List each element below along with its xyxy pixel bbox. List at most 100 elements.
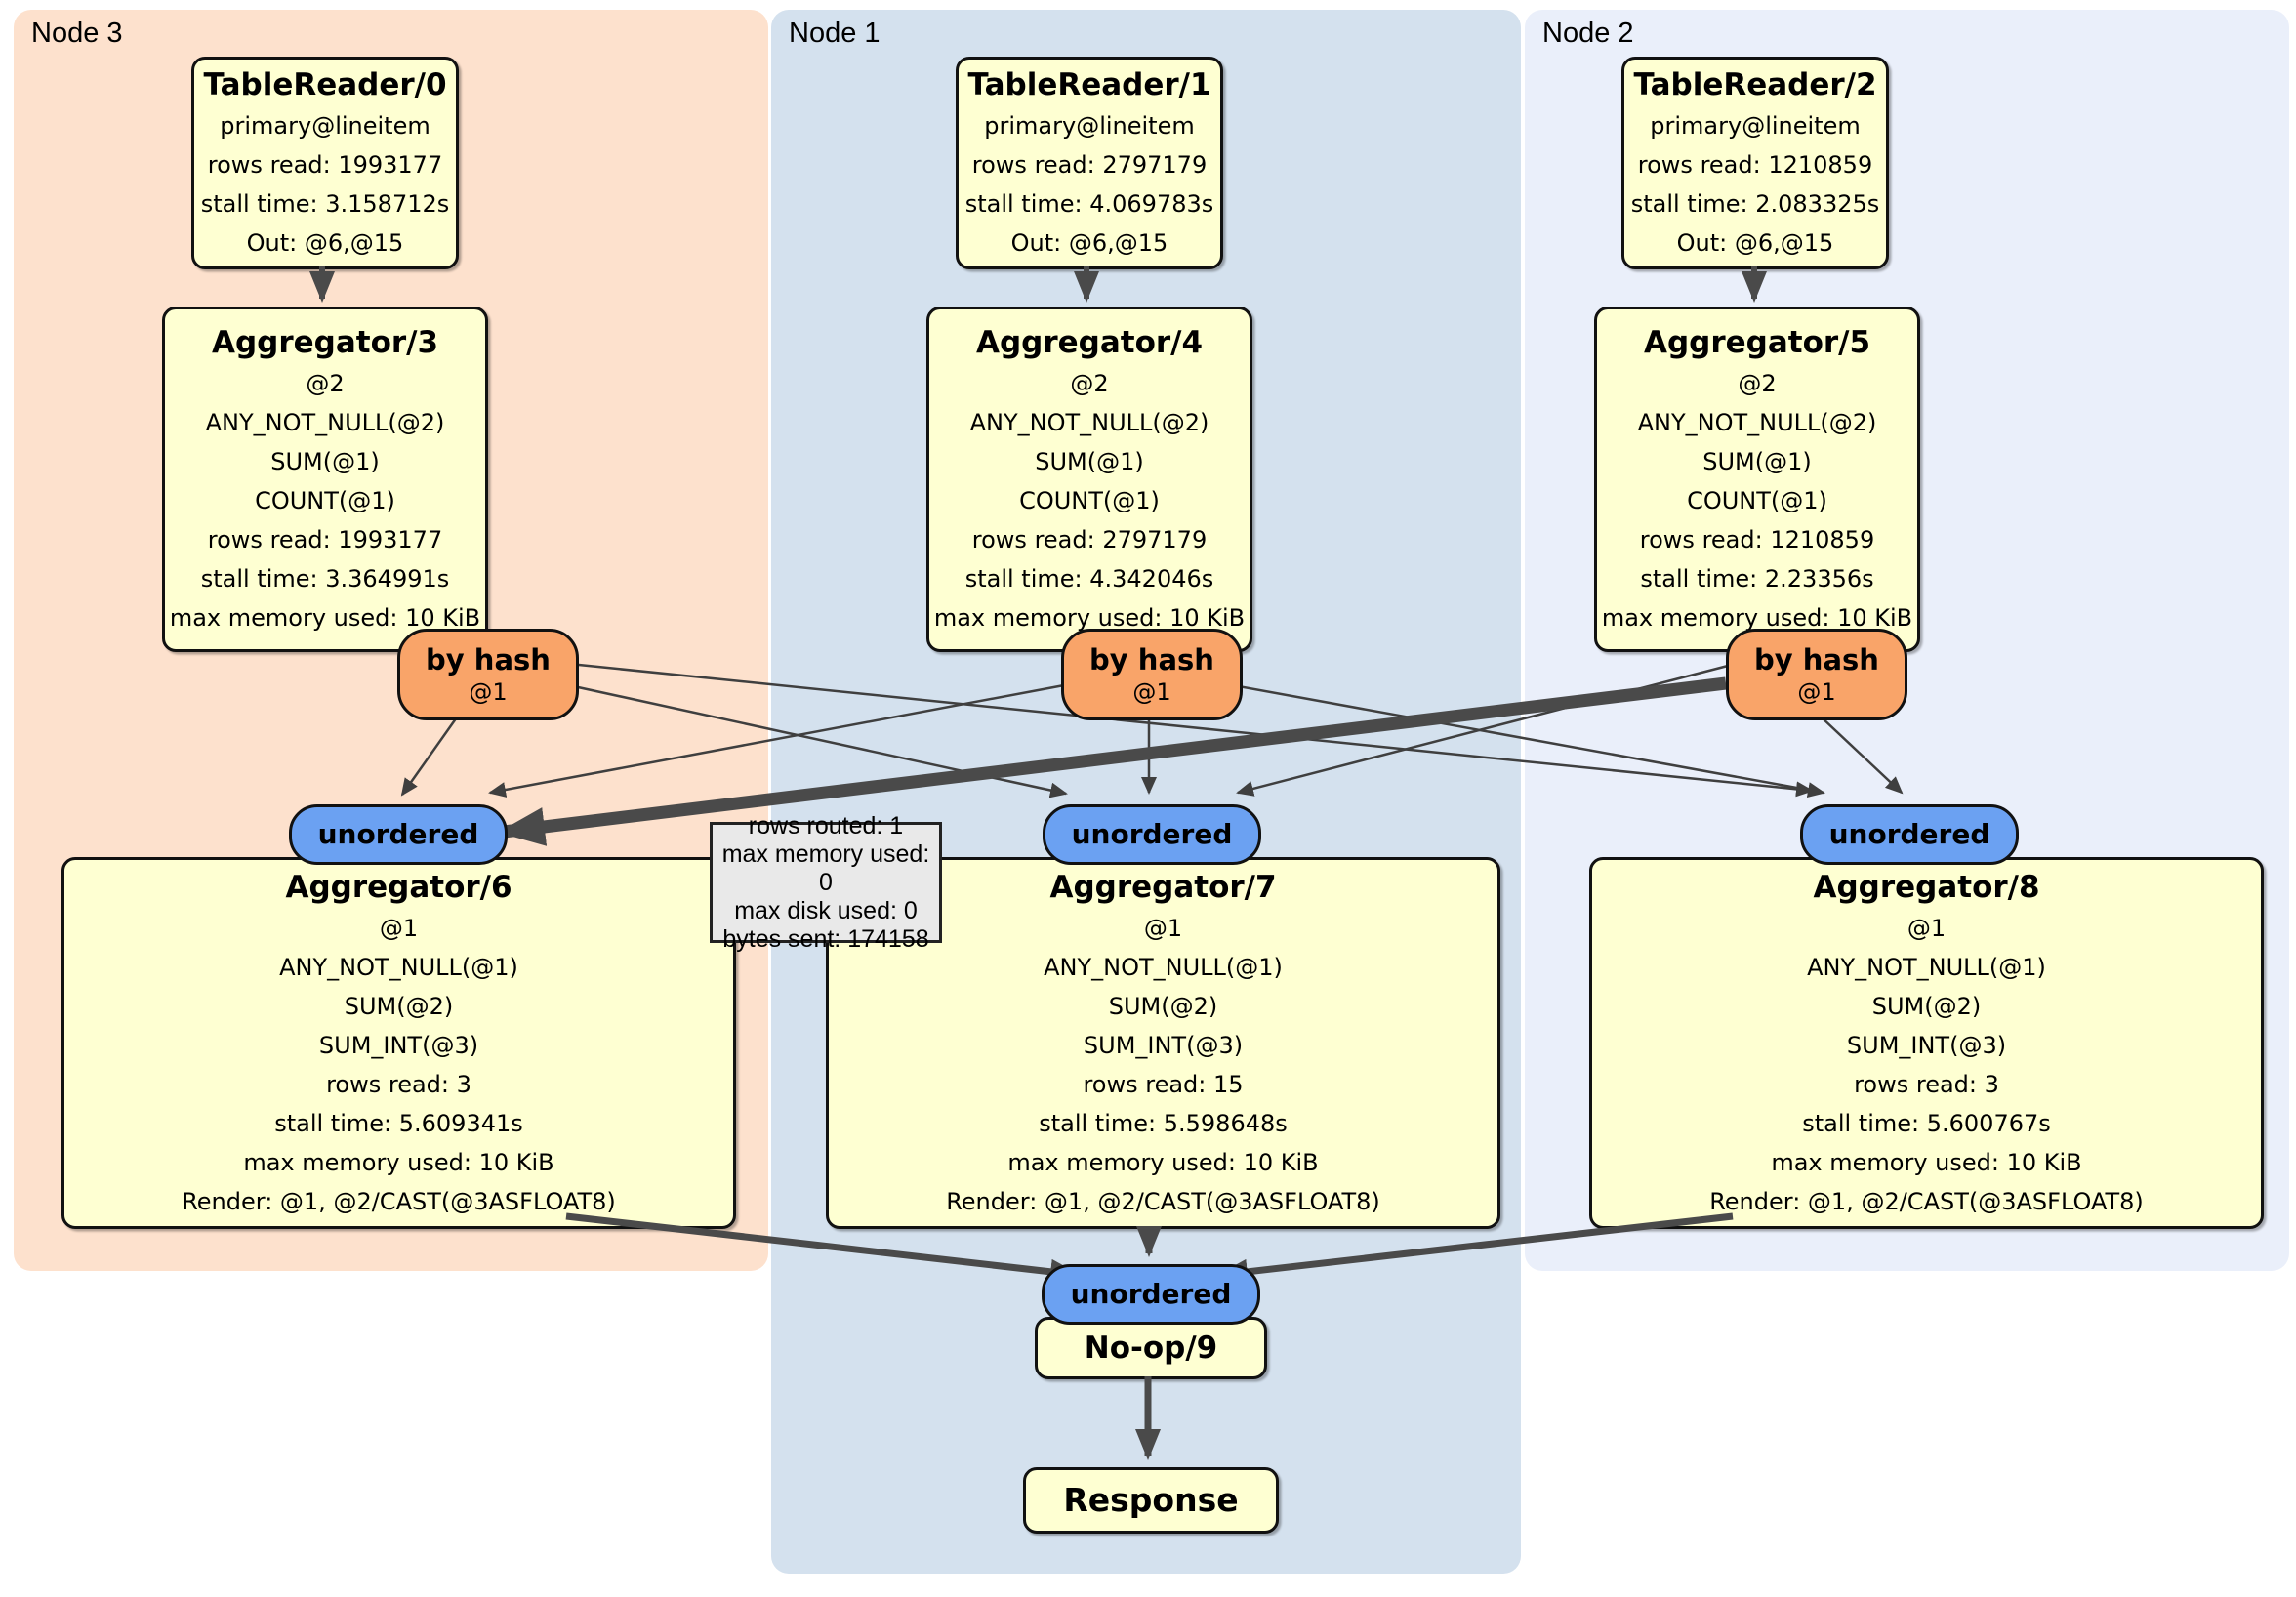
processor-line: stall time: 4.069783s	[964, 190, 1214, 218]
processor-line: max memory used: 10 KiB	[169, 604, 481, 632]
edge-hash2-unordered2	[1820, 716, 1904, 795]
router-label: by hash	[1089, 643, 1214, 676]
router-by-hash-node2: by hash @1	[1726, 629, 1907, 720]
processor-line: SUM(@2)	[344, 992, 454, 1020]
processor-title: No-op/9	[1084, 1331, 1218, 1366]
router-label: by hash	[426, 643, 551, 676]
edge-hash3-unordered2	[568, 662, 1814, 798]
sync-label: unordered	[317, 818, 479, 850]
node1-label: Node 1	[789, 18, 881, 49]
edge-agg8-final-unordered	[1216, 1212, 1734, 1285]
processor-line: @2	[1738, 370, 1777, 397]
processor-line: @2	[1070, 370, 1109, 397]
processor-line: ANY_NOT_NULL(@1)	[279, 953, 518, 981]
router-label: by hash	[1754, 643, 1879, 676]
processor-line: primary@lineitem	[984, 112, 1195, 140]
processor-line: max memory used: 10 KiB	[1771, 1148, 2082, 1176]
processor-line: ANY_NOT_NULL(@2)	[205, 409, 445, 436]
processor-line: SUM_INT(@3)	[318, 1031, 479, 1059]
processor-aggregator-8: Aggregator/8 @1 ANY_NOT_NULL(@1) SUM(@2)…	[1589, 857, 2264, 1229]
tooltip-line: max memory used: 0	[721, 839, 930, 896]
processor-aggregator-4: Aggregator/4 @2 ANY_NOT_NULL(@2) SUM(@1)…	[926, 307, 1252, 652]
router-key: @1	[1132, 678, 1171, 706]
processor-line: Out: @6,@15	[246, 229, 404, 257]
processor-aggregator-6: Aggregator/6 @1 ANY_NOT_NULL(@1) SUM(@2)…	[62, 857, 736, 1229]
processor-line: SUM(@1)	[270, 448, 380, 475]
processor-line: COUNT(@1)	[1687, 487, 1827, 514]
sync-unordered-final: unordered	[1042, 1264, 1260, 1325]
processor-line: max memory used: 10 KiB	[243, 1148, 554, 1176]
processor-line: COUNT(@1)	[255, 487, 395, 514]
processor-line: @1	[1143, 914, 1183, 942]
processor-line: rows read: 15	[1083, 1070, 1244, 1098]
processor-line: max memory used: 10 KiB	[1007, 1148, 1319, 1176]
processor-title: Aggregator/3	[211, 325, 439, 360]
processor-aggregator-3: Aggregator/3 @2 ANY_NOT_NULL(@2) SUM(@1)…	[162, 307, 488, 652]
processor-line: Render: @1, @2/CAST(@3ASFLOAT8)	[1709, 1187, 2144, 1215]
processor-title: TableReader/2	[1633, 67, 1877, 102]
processor-line: Out: @6,@15	[1676, 229, 1834, 257]
router-by-hash-node3: by hash @1	[397, 629, 579, 720]
processor-line: primary@lineitem	[220, 112, 430, 140]
tooltip-line: max disk used: 0	[734, 896, 918, 924]
edge-hash2-unordered3-heavy[interactable]	[498, 676, 1727, 846]
edge-hash1-unordered3	[488, 683, 1065, 798]
processor-line: SUM(@2)	[1871, 992, 1982, 1020]
processor-tablereader-0: TableReader/0 primary@lineitem rows read…	[191, 57, 459, 269]
processor-line: stall time: 2.23356s	[1640, 565, 1874, 593]
edge-hash3-unordered3	[400, 714, 461, 797]
processor-line: max memory used: 10 KiB	[933, 604, 1246, 632]
processor-line: rows read: 2797179	[971, 151, 1208, 179]
processor-line: stall time: 5.609341s	[274, 1109, 523, 1137]
processor-title: Aggregator/8	[1813, 869, 2040, 905]
processor-line: stall time: 5.600767s	[1802, 1109, 2051, 1137]
router-key: @1	[469, 678, 508, 706]
tooltip-line: bytes sent: 174158	[722, 924, 929, 953]
processor-line: SUM_INT(@3)	[1846, 1031, 2007, 1059]
processor-line: primary@lineitem	[1650, 112, 1861, 140]
node2-label: Node 2	[1542, 18, 1634, 49]
processor-title: TableReader/1	[967, 67, 1211, 102]
processor-line: rows read: 1993177	[207, 151, 443, 179]
processor-title: Response	[1063, 1481, 1239, 1519]
processor-title: Aggregator/7	[1049, 869, 1277, 905]
processor-line: rows read: 3	[326, 1070, 472, 1098]
processor-line: COUNT(@1)	[1019, 487, 1160, 514]
processor-line: Render: @1, @2/CAST(@3ASFLOAT8)	[182, 1187, 616, 1215]
processor-noop-9: No-op/9	[1035, 1317, 1267, 1379]
sync-unordered-node1: unordered	[1043, 804, 1261, 865]
processor-line: SUM(@1)	[1702, 448, 1812, 475]
processor-line: @1	[1906, 914, 1947, 942]
processor-title: TableReader/0	[203, 67, 447, 102]
processor-line: rows read: 3	[1854, 1070, 1999, 1098]
processor-line: ANY_NOT_NULL(@2)	[969, 409, 1210, 436]
edge-agg6-final-unordered	[565, 1212, 1082, 1285]
router-key: @1	[1797, 678, 1836, 706]
processor-title: Aggregator/6	[285, 869, 512, 905]
processor-tablereader-1: TableReader/1 primary@lineitem rows read…	[956, 57, 1223, 269]
processor-line: ANY_NOT_NULL(@1)	[1044, 953, 1283, 981]
processor-tablereader-2: TableReader/2 primary@lineitem rows read…	[1621, 57, 1889, 269]
processor-line: Out: @6,@15	[1010, 229, 1168, 257]
sync-unordered-node3: unordered	[289, 804, 508, 865]
processor-line: rows read: 1210859	[1637, 151, 1873, 179]
processor-line: rows read: 1993177	[207, 526, 443, 553]
processor-line: rows read: 1210859	[1639, 526, 1875, 553]
processor-title: Aggregator/5	[1643, 325, 1871, 360]
tooltip-line: rows routed: 1	[748, 811, 904, 839]
router-by-hash-node1: by hash @1	[1061, 629, 1243, 720]
processor-line: Render: @1, @2/CAST(@3ASFLOAT8)	[946, 1187, 1380, 1215]
processor-line: SUM(@2)	[1108, 992, 1218, 1020]
processor-line: @1	[379, 914, 419, 942]
sync-label: unordered	[1070, 1278, 1232, 1310]
processor-line: stall time: 3.364991s	[200, 565, 450, 593]
processor-line: max memory used: 10 KiB	[1601, 604, 1913, 632]
processor-line: ANY_NOT_NULL(@1)	[1807, 953, 2046, 981]
edge-hash1-unordered2	[1232, 683, 1825, 798]
processor-response: Response	[1023, 1467, 1279, 1534]
edge-stats-tooltip: rows routed: 1 max memory used: 0 max di…	[710, 812, 942, 953]
processor-line: ANY_NOT_NULL(@2)	[1637, 409, 1877, 436]
processor-line: stall time: 5.598648s	[1039, 1109, 1288, 1137]
